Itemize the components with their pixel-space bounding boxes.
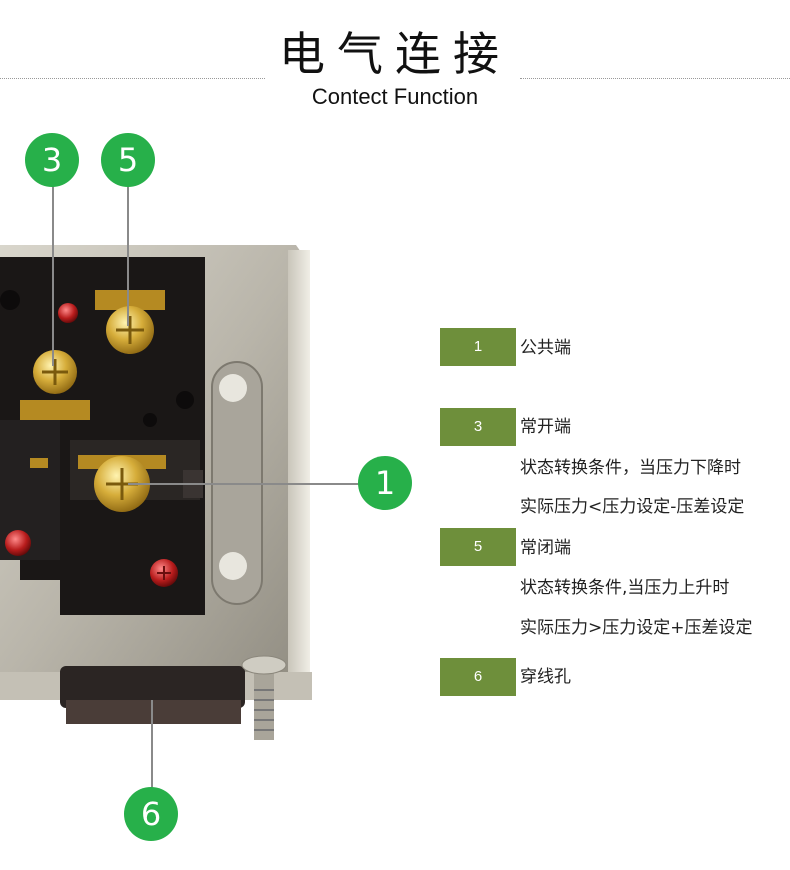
leader-line-3 [52,186,54,366]
legend-label-3: 常开端 [520,417,571,437]
page-title: 电气连接 [279,27,511,81]
header-divider-right [520,78,790,79]
legend-label-6: 穿线孔 [520,667,571,687]
legend-label-5: 常闭端 [520,538,571,558]
legend-tag-1: 1 [440,328,516,366]
legend-desc-5-line2: 实际压力>压力设定+压差设定 [520,618,753,638]
leader-line-6 [151,700,153,788]
leader-line-1 [128,483,360,485]
page-subtitle: Contect Function [311,84,479,109]
marker-1: 1 [358,456,412,510]
legend-label-1: 公共端 [520,338,571,358]
marker-6: 6 [124,787,178,841]
pressure-switch-illustration [0,245,312,740]
marker-3: 3 [25,133,79,187]
legend-tag-6: 6 [440,658,516,696]
legend-tag-3: 3 [440,408,516,446]
header-divider-left [0,78,265,79]
marker-5: 5 [101,133,155,187]
legend-desc-5-line1: 状态转换条件,当压力上升时 [520,578,730,598]
leader-line-5 [127,186,129,326]
legend-desc-3-line1: 状态转换条件，当压力下降时 [520,458,741,478]
legend-tag-5: 5 [440,528,516,566]
legend-desc-3-line2: 实际压力<压力设定-压差设定 [520,497,745,517]
